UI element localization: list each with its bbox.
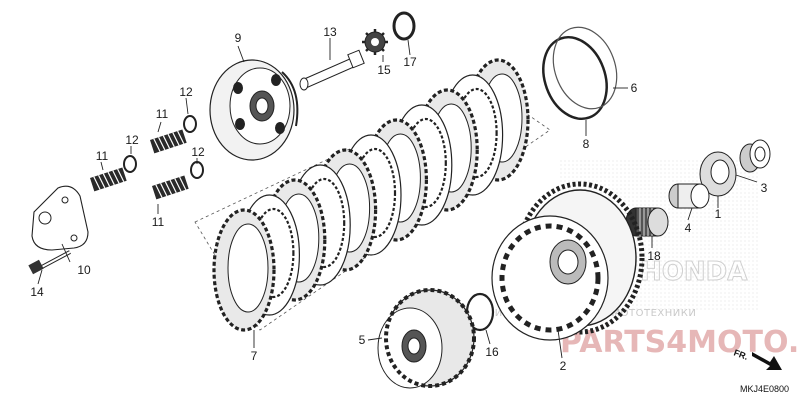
callout-2: 2 (560, 359, 567, 373)
part-9-pressure-plate (209, 59, 299, 161)
front-direction-marker: FR. (732, 348, 782, 370)
part-10-hole-2 (61, 196, 69, 204)
callout-8: 8 (583, 137, 590, 151)
part-14-bolt (28, 250, 71, 275)
callout-6: 6 (631, 81, 638, 95)
part-1-bushing (699, 151, 737, 197)
callout-11-bottom: 11 (152, 215, 165, 229)
leader-lines (37, 38, 758, 359)
callout-1: 1 (715, 207, 722, 221)
part-4-sleeve (668, 183, 710, 209)
callout-labels: 1 2 3 4 5 6 7 8 9 10 11 11 11 12 12 12 1… (30, 25, 767, 373)
brand-logo: HONDA (640, 257, 747, 287)
callout-9: 9 (235, 31, 242, 45)
callout-18: 18 (647, 249, 661, 263)
callout-4: 4 (685, 221, 692, 235)
part-10-hole-3 (70, 234, 78, 242)
part-8-spring-ring (542, 35, 608, 121)
watermark-logo: PARTS4MOTO.RU (560, 325, 800, 360)
callout-7: 7 (251, 349, 258, 363)
svg-text:FR.: FR. (732, 348, 749, 362)
part-10-hole (38, 211, 52, 225)
part-17-washer (392, 11, 416, 41)
part-3-collar (739, 139, 771, 173)
part-13-lifter-rod (299, 49, 365, 91)
callout-12-bottom: 12 (191, 145, 205, 159)
callout-11-left: 11 (96, 149, 109, 163)
callout-12-top: 12 (179, 85, 193, 99)
diagram-code: MKJ4E0800 (740, 384, 789, 394)
part-7-clutch-plates (212, 58, 530, 332)
callout-11-top: 11 (156, 107, 169, 121)
part-5-clutch-center (377, 288, 476, 389)
callout-5: 5 (359, 333, 366, 347)
plate-bore (227, 223, 269, 313)
callout-3: 3 (761, 181, 768, 195)
callout-14: 14 (30, 285, 44, 299)
part-11-springs (90, 129, 189, 200)
callout-13: 13 (323, 25, 337, 39)
part-15-gear (362, 29, 388, 55)
callout-15: 15 (377, 63, 391, 77)
callout-12-left: 12 (125, 133, 139, 147)
callout-10: 10 (77, 263, 91, 277)
part-2-clutch-outer (491, 181, 645, 341)
part-6-ring (552, 26, 618, 110)
callout-17: 17 (403, 55, 417, 69)
callout-16: 16 (485, 345, 499, 359)
part-10-cover-plate (31, 185, 89, 251)
